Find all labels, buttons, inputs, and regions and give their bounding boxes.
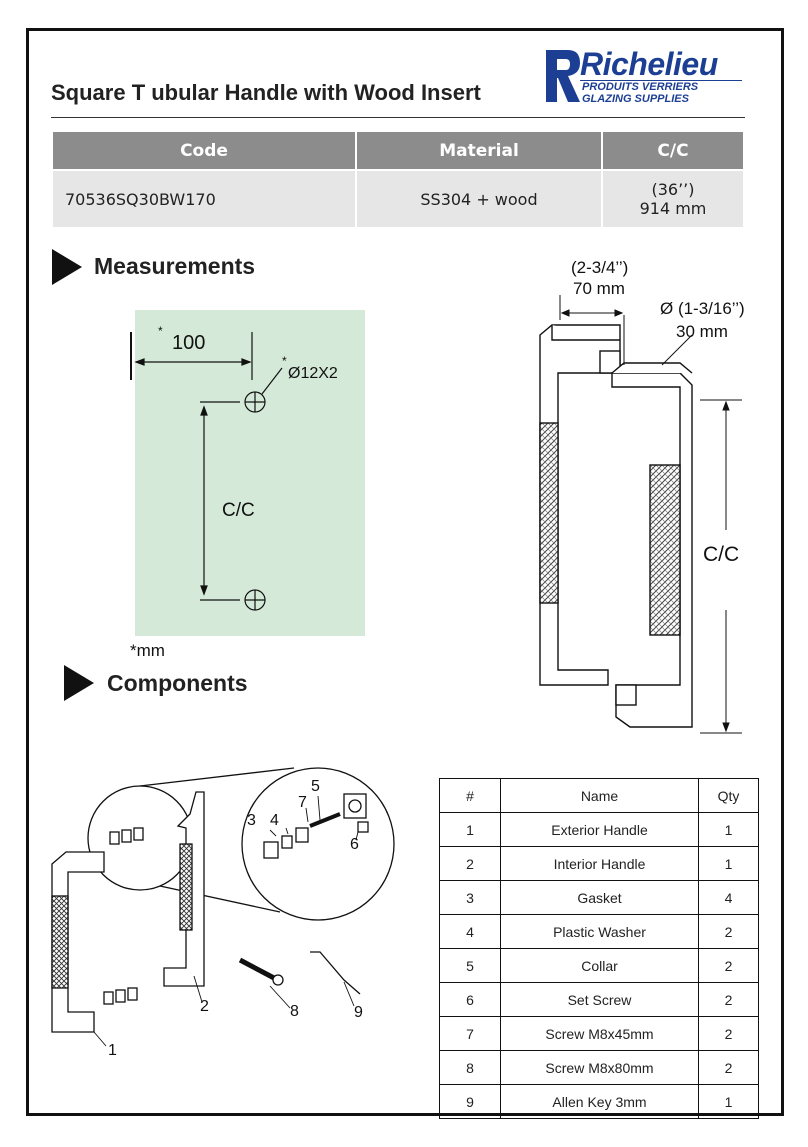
callout-6: 6 [350, 836, 359, 853]
row-qty: 1 [698, 1084, 759, 1119]
callout-3: 3 [247, 812, 256, 829]
spec-header-row: Code Material C/C [51, 130, 745, 171]
row-num: 6 [439, 982, 501, 1017]
col-qty: Qty [698, 778, 759, 813]
page-frame [26, 28, 784, 1116]
richelieu-r-icon [546, 50, 580, 102]
col-num: # [439, 778, 501, 813]
callout-9: 9 [354, 1004, 363, 1021]
spec-cc-mm: 914 mm [639, 199, 707, 218]
brand-line1: PRODUITS VERRIERS [582, 81, 699, 93]
unit-note: *mm [130, 641, 165, 660]
handle-outline [539, 295, 742, 734]
hole-size: Ø12X2 [288, 365, 338, 382]
row-num: 9 [439, 1084, 501, 1119]
page-title: Square T ubular Handle with Wood Insert [51, 80, 481, 105]
callout-4: 4 [270, 812, 279, 829]
hole-star: * [282, 354, 287, 368]
row-num: 4 [439, 914, 501, 949]
spec-cc: (36’’)914 mm [601, 169, 745, 229]
exploded-view: 1 2 3 4 5 6 7 8 9 [44, 756, 434, 1066]
row-qty: 4 [698, 880, 759, 915]
handle-drawing: (2-3/4’’) 70 mm Ø (1-3/16’’) 30 mm C/C [530, 255, 770, 745]
title-rule [51, 117, 745, 118]
row-name: Screw M8x45mm [500, 1016, 699, 1051]
row-name: Gasket [500, 880, 699, 915]
diameter-inch: Ø (1-3/16’’) [660, 299, 745, 318]
spec-table: Code Material C/C 70536SQ30BW170 SS304 +… [51, 130, 745, 229]
spec-header-material: Material [355, 130, 603, 171]
brand-logo: Richelieu PRODUITS VERRIERS GLAZING SUPP… [542, 46, 748, 108]
width-mm: 70 mm [573, 279, 625, 298]
row-qty: 2 [698, 914, 759, 949]
spec-header-code: Code [51, 130, 357, 171]
row-num: 3 [439, 880, 501, 915]
brand-name: Richelieu [580, 46, 718, 82]
row-qty: 2 [698, 1016, 759, 1051]
measurements-arrow-icon [52, 249, 82, 285]
callout-2: 2 [200, 998, 209, 1015]
brand-line2: GLAZING SUPPLIES [582, 93, 689, 105]
spec-cc-inch: (36’’) [651, 180, 695, 199]
col-name: Name [500, 778, 699, 813]
exploded-drawing [51, 767, 395, 1047]
spec-row: 70536SQ30BW170 SS304 + wood (36’’)914 mm [51, 169, 745, 229]
components-heading: Components [107, 670, 248, 696]
offset-value: 100 [172, 332, 206, 354]
spec-code: 70536SQ30BW170 [51, 169, 357, 229]
callout-1: 1 [108, 1042, 117, 1059]
row-num: 8 [439, 1050, 501, 1085]
row-num: 2 [439, 846, 501, 881]
callout-7: 7 [298, 794, 307, 811]
measurements-heading: Measurements [94, 253, 256, 279]
row-qty: 2 [698, 1050, 759, 1085]
row-qty: 2 [698, 982, 759, 1017]
drill-lines [130, 332, 283, 611]
width-inch: (2-3/4’’) [571, 258, 629, 277]
callout-5: 5 [311, 778, 320, 795]
offset-star: * [158, 324, 163, 338]
glass-panel [135, 310, 365, 636]
row-name: Exterior Handle [500, 812, 699, 847]
drill-diagram: * 100 * Ø12X2 C/C [128, 310, 368, 636]
row-qty: 1 [698, 812, 759, 847]
spec-material: SS304 + wood [355, 169, 603, 229]
row-name: Interior Handle [500, 846, 699, 881]
row-name: Allen Key 3mm [500, 1084, 699, 1119]
row-num: 5 [439, 948, 501, 983]
handle-cc-label: C/C [703, 543, 740, 566]
row-num: 1 [439, 812, 501, 847]
row-name: Collar [500, 948, 699, 983]
components-arrow-icon [64, 665, 94, 701]
row-qty: 2 [698, 948, 759, 983]
drill-cc-label: C/C [222, 500, 255, 521]
row-num: 7 [439, 1016, 501, 1051]
components-header-row: # Name Qty [439, 778, 759, 813]
row-qty: 1 [698, 846, 759, 881]
spec-header-cc: C/C [601, 130, 745, 171]
callout-8: 8 [290, 1003, 299, 1020]
row-name: Plastic Washer [500, 914, 699, 949]
diameter-mm: 30 mm [676, 322, 728, 341]
row-name: Screw M8x80mm [500, 1050, 699, 1085]
row-name: Set Screw [500, 982, 699, 1017]
